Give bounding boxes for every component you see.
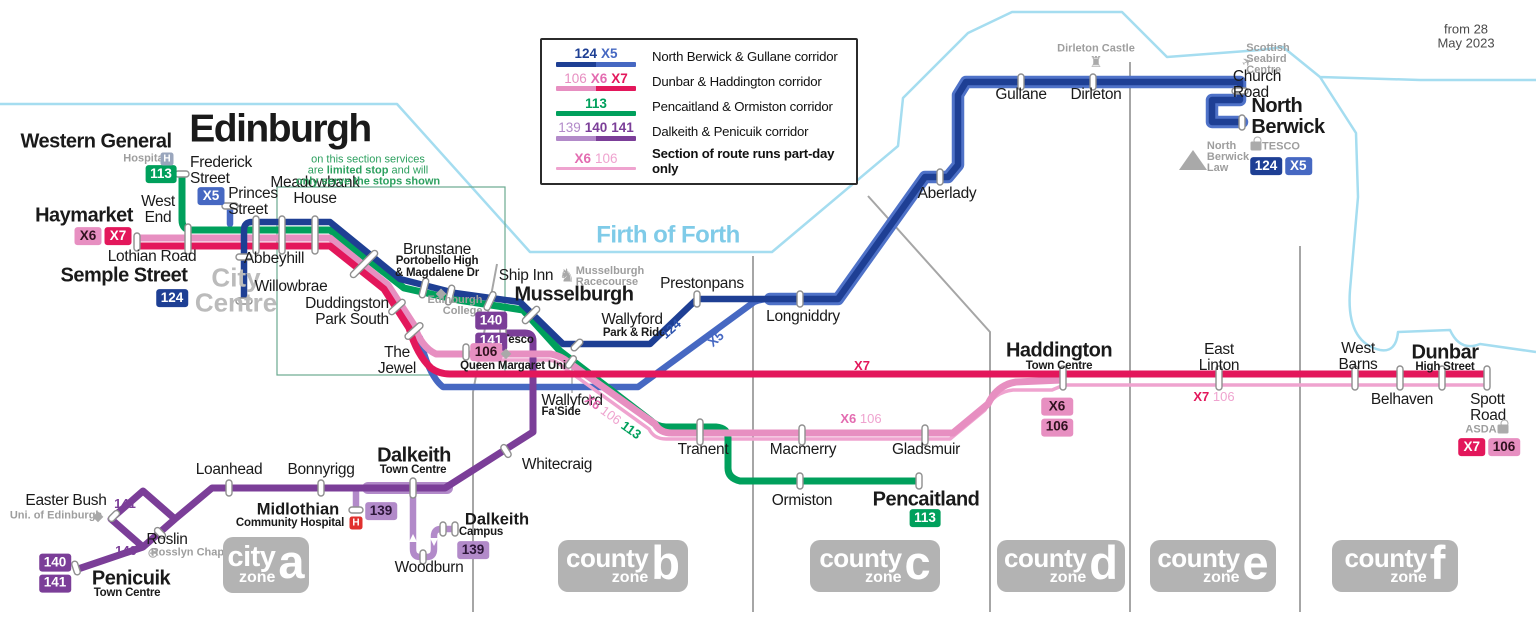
legend-line-sample (556, 166, 636, 170)
route-106-partday-line (475, 358, 1486, 441)
legend-line-sample (556, 86, 636, 92)
legend-route-code-139: 139 (558, 120, 581, 136)
legend-row-sample: 113 (550, 95, 642, 116)
legend-route-code-106: 106 (594, 151, 618, 167)
legend-row-label: Section of route runs part-day only (652, 146, 835, 176)
legend-route-code-X6: X6 (590, 70, 608, 86)
legend-route-code-140: 140 (584, 120, 608, 136)
legend-route-code-124: 124 (574, 46, 597, 61)
route-140-141-line (74, 329, 537, 573)
route-x7-line (133, 242, 1488, 378)
legend-row-label: Dunbar & Haddington corridor (652, 74, 822, 89)
limited-stop-section-box (276, 186, 506, 376)
legend-row-sample: 124 X5 (550, 47, 642, 67)
coastline (0, 10, 1536, 354)
zone-boundary-lines (472, 62, 1301, 612)
legend-line-sample (556, 61, 636, 67)
route-139-line (352, 484, 456, 561)
legend-row-label: North Berwick & Gullane corridor (652, 49, 838, 65)
stop-ticks (71, 73, 1491, 576)
legend: 124 X5 North Berwick & Gullane corridor 106… (540, 38, 858, 185)
route-x6-line (133, 234, 1066, 437)
legend-route-code-X7: X7 (611, 70, 628, 86)
legend-route-code-113: 113 (585, 95, 607, 111)
legend-route-code-106: 106 (564, 70, 587, 86)
legend-line-sample (556, 135, 636, 141)
legend-row-codes: 113 (585, 95, 607, 111)
legend-row-label: Pencaitland & Ormiston corridor (652, 98, 833, 114)
route-124-line (240, 78, 1246, 348)
legend-route-code-X5: X5 (601, 46, 618, 61)
legend-row-codes: 124 X5 (574, 47, 617, 61)
legend-rows: 124 X5 North Berwick & Gullane corridor 106… (550, 47, 846, 176)
loop-direction-arrows (409, 534, 438, 546)
legend-line-sample (556, 111, 636, 116)
legend-route-code-141: 141 (611, 120, 634, 136)
legend-row-label: Dalkeith & Penicuik corridor (652, 123, 809, 139)
legend-route-code-X6: X6 (574, 151, 591, 167)
legend-row: 124 X5 North Berwick & Gullane corridor (550, 47, 846, 67)
legend-row: 113 Pencaitland & Ormiston corridor (550, 95, 846, 116)
